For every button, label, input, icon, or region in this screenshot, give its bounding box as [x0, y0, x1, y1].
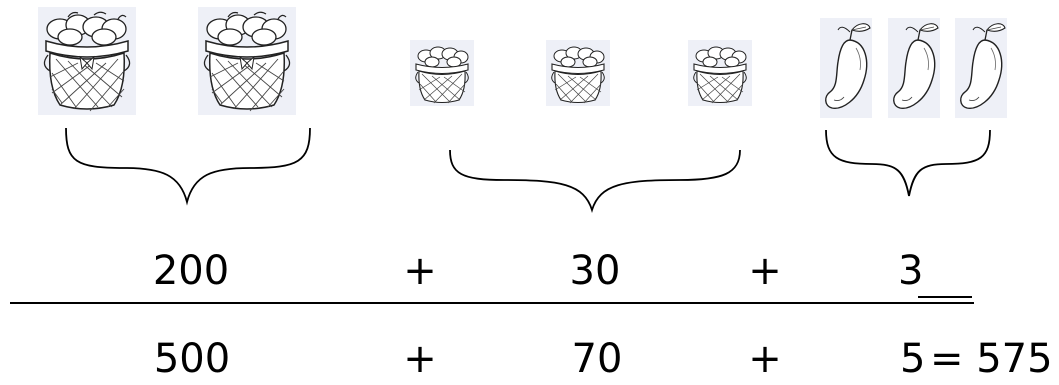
mango-icon	[954, 17, 1008, 119]
tens-group	[409, 39, 753, 107]
hundreds-value: 200	[153, 248, 229, 294]
ones-brace	[825, 129, 991, 197]
expanded-row-2: 500 + 70 + 5 = 575	[154, 336, 1053, 382]
tens-value: 70	[572, 336, 623, 382]
ones-value: 3	[898, 248, 923, 294]
plus-sign: +	[748, 248, 782, 294]
mango-icon	[887, 17, 941, 119]
ones-value: 5	[900, 336, 925, 382]
mango-icon	[819, 17, 873, 119]
hundreds-value: 500	[154, 336, 230, 382]
tens-brace	[449, 149, 741, 214]
plus-sign: +	[403, 336, 437, 382]
hundreds-group	[37, 6, 297, 116]
small-basket-icon	[409, 39, 475, 107]
plus-sign: +	[748, 336, 782, 382]
hundreds-brace	[65, 127, 311, 206]
small-basket-icon	[545, 39, 611, 107]
plus-sign: +	[403, 248, 437, 294]
total-result: = 575	[930, 336, 1053, 382]
large-basket-icon	[197, 6, 297, 116]
large-basket-icon	[37, 6, 137, 116]
small-basket-icon	[687, 39, 753, 107]
ones-group	[819, 17, 1008, 119]
tens-value: 30	[570, 248, 621, 294]
expanded-row-1: 200 + 30 + 3	[153, 248, 924, 294]
